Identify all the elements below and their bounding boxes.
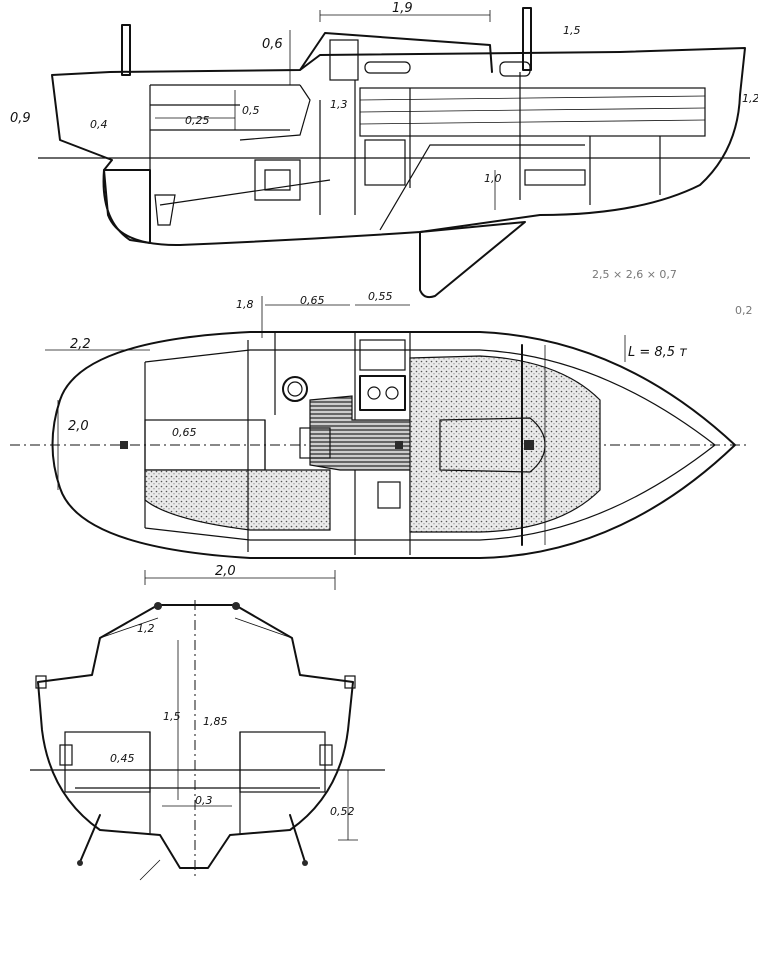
dim-section-headroom-total: 1,85 — [203, 715, 228, 728]
dim-cabin-top-width: 1,2 — [137, 622, 155, 635]
section-berth-starboard — [239, 731, 326, 793]
side-interior — [149, 39, 706, 240]
dim-cabin-length: 1,9 — [392, 1, 413, 16]
forward-berth — [409, 355, 601, 533]
dim-bow-height: 1,5 — [563, 24, 581, 37]
dim-berth-height: 0,45 — [110, 752, 135, 765]
dim-seat-width: 0,25 — [185, 114, 210, 127]
dim-saloon-length: 2,0 — [215, 564, 236, 579]
keel-fin — [419, 221, 526, 299]
bilge-keel-starboard — [289, 814, 306, 863]
dim-freeboard-aft: 0,9 — [10, 111, 31, 126]
section-berth-port — [64, 731, 151, 793]
plan-view: 2,2 1,8 0,65 0,55 2,0 0,65 2,0 L = 8,5 т — [10, 290, 750, 590]
dim-headroom-side: 1,3 — [330, 98, 348, 111]
section-hull-outline — [37, 604, 354, 869]
mast-main — [522, 7, 532, 71]
side-profile-view: 1,9 0,6 1,5 0,9 0,4 0,25 0,5 1,3 1,0 1,2 — [10, 1, 758, 299]
mast-aft — [121, 24, 131, 76]
dim-bow-freeboard: 1,2 — [742, 92, 758, 105]
stove-burner-right — [385, 386, 399, 400]
section-dimension-lines — [99, 617, 358, 881]
cabin-trunk — [299, 32, 493, 73]
section-view: 1,2 1,5 1,85 0,45 0,3 0,52 — [30, 600, 385, 881]
dim-galley-width: 0,65 — [300, 294, 325, 307]
faint-note-2: 0,2 — [735, 304, 753, 317]
dim-keel-depth: 1,0 — [484, 172, 502, 185]
dim-sole-width: 0,3 — [195, 794, 213, 807]
dim-beam-mark: 1,8 — [236, 298, 254, 311]
dim-galley-depth: 0,55 — [368, 290, 393, 303]
displacement-label: L = 8,5 т — [628, 345, 687, 360]
dim-section-headroom: 1,5 — [163, 710, 181, 723]
dim-berth-width: 0,65 — [172, 426, 197, 439]
dim-transom-width: 2,0 — [68, 419, 89, 434]
toilet-icon — [282, 376, 308, 402]
dim-seat-depth: 0,5 — [242, 104, 260, 117]
dim-draft: 0,52 — [330, 805, 355, 818]
bilge-keel-port — [79, 814, 101, 863]
dim-transom-depth: 0,4 — [90, 118, 108, 131]
rudder — [102, 169, 151, 244]
side-dimension-lines — [155, 10, 496, 210]
faint-note: 2,5 × 2,6 × 0,7 — [592, 268, 677, 281]
stove-burner-left — [367, 386, 381, 400]
cabin-port-window — [364, 61, 411, 74]
plan-hull-outline — [51, 331, 736, 559]
side-hull-outline — [51, 47, 746, 247]
dim-cockpit-height: 0,6 — [262, 37, 283, 52]
stove-icon — [359, 375, 406, 411]
dim-cockpit-length: 2,2 — [70, 337, 91, 352]
cockpit-berth-lower — [144, 469, 331, 531]
plan-dimension-lines — [45, 296, 626, 590]
